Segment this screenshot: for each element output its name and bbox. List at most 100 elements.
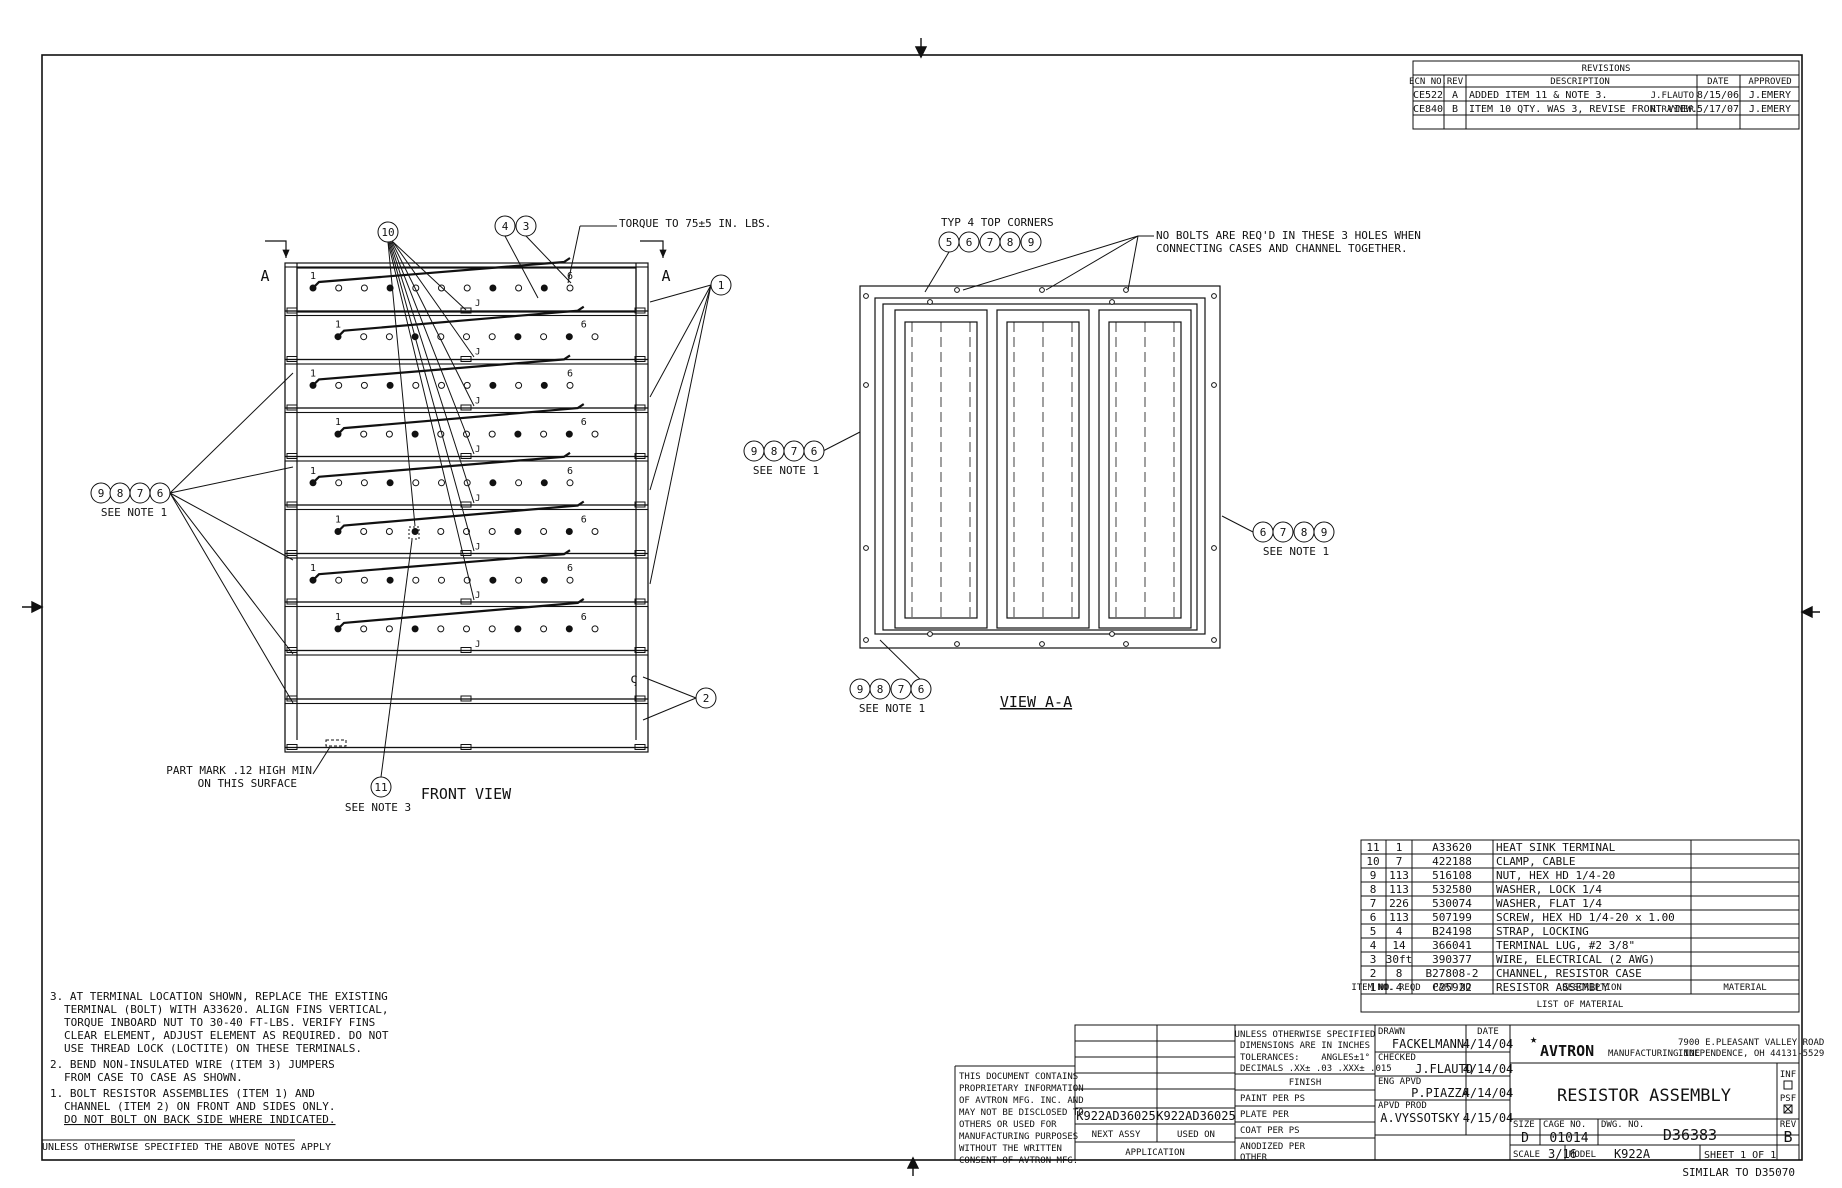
svg-text:DWG. NO.: DWG. NO.: [1601, 1120, 1644, 1130]
bom-description: CHANNEL, RESISTOR CASE: [1496, 967, 1642, 980]
svg-text:J.EMERY: J.EMERY: [1749, 90, 1791, 101]
inf-checkbox: [1783, 1080, 1793, 1090]
terminal-hole: [565, 528, 573, 535]
terminal-hole: [463, 284, 471, 292]
bom-part-no: 530074: [1432, 897, 1472, 910]
terminal-hole: [515, 284, 523, 292]
heat-sink-terminal-symbol: [408, 526, 420, 540]
balloon-item-3: 3: [515, 215, 537, 237]
wire-jumper: [312, 354, 571, 387]
no-bolts-note-1: NO BOLTS ARE REQ'D IN THESE 3 HOLES WHEN: [1156, 229, 1421, 242]
terminal-hole: [591, 430, 599, 438]
mounting-hole: [1039, 641, 1045, 647]
bom-item-no: 8: [1370, 883, 1377, 896]
terminal-hole: [514, 528, 522, 535]
bom-part-no: 532580: [1432, 883, 1472, 896]
channel-bolt: [286, 356, 298, 362]
bom-qty: 8: [1396, 967, 1403, 980]
terminal-hole: [540, 284, 548, 292]
svg-text:OF AVTRON MFG. INC. AND: OF AVTRON MFG. INC. AND: [959, 1096, 1084, 1106]
terminal-hole: [385, 430, 393, 438]
used-on-label: USED ON: [1177, 1130, 1215, 1140]
channel-bolt: [634, 744, 646, 750]
bom-item-no: 9: [1370, 869, 1377, 882]
terminal-end-label: 6: [567, 466, 573, 477]
terminal-start-label: 1: [335, 417, 341, 428]
channel-bolt: [460, 550, 472, 556]
terminal-hole: [437, 528, 445, 535]
channel-bolt: [286, 501, 298, 508]
svg-text:9: 9: [857, 683, 864, 696]
svg-text:PAINT PER PS: PAINT PER PS: [1240, 1094, 1305, 1104]
svg-text:CONSENT OF AVTRON MFG.: CONSENT OF AVTRON MFG.: [959, 1156, 1078, 1166]
bom-item-no: 7: [1370, 897, 1377, 910]
svg-text:CE522: CE522: [1413, 90, 1443, 101]
bom-qty: 113: [1389, 911, 1409, 924]
svg-text:3. AT TERMINAL LOCATION SHOWN,: 3. AT TERMINAL LOCATION SHOWN, REPLACE T…: [50, 990, 388, 1003]
svg-text:6: 6: [918, 683, 925, 696]
svg-text:DECIMALS .XX± .03 .XXX± .015: DECIMALS .XX± .03 .XXX± .015: [1240, 1064, 1392, 1074]
jumper-label: J: [475, 445, 480, 455]
terminal-hole: [566, 576, 574, 584]
svg-text:FINISH: FINISH: [1289, 1078, 1322, 1088]
svg-text:MAY NOT BE DISCLOSED TO: MAY NOT BE DISCLOSED TO: [959, 1108, 1084, 1118]
svg-text:4/14/04: 4/14/04: [1463, 1086, 1514, 1100]
terminal-hole: [411, 625, 419, 633]
terminal-hole: [591, 333, 599, 341]
terminal-hole: [540, 528, 548, 535]
balloon-stack-left: 9 8 7 6: [90, 482, 171, 504]
channel-bolt: [460, 647, 472, 653]
svg-text:6: 6: [811, 445, 818, 458]
channel-bolt: [634, 695, 646, 702]
terminal-hole: [360, 284, 368, 292]
terminal-end-label: 6: [581, 612, 587, 623]
svg-text:J.EMERY: J.EMERY: [1749, 104, 1791, 115]
balloon-item-10: 10: [377, 221, 399, 243]
bom-item-no: 1: [1370, 981, 1377, 994]
bom-qty: 4: [1396, 981, 1403, 994]
bom-header-qty: NO. REQD: [1377, 983, 1420, 993]
wire-jumper: [337, 500, 585, 533]
svg-text:DATE: DATE: [1477, 1027, 1499, 1037]
drawing-title: RESISTOR ASSEMBLY: [1557, 1086, 1731, 1106]
bom-part-no: A33620: [1432, 841, 1472, 854]
terminal-hole: [565, 625, 573, 633]
terminal-hole: [591, 625, 599, 633]
svg-text:9: 9: [1321, 526, 1328, 539]
mounting-hole: [1211, 545, 1217, 551]
company-block: ★ AVTRON MANUFACTURING INC 7900 E.PLEASA…: [1513, 1032, 1824, 1161]
terminal-hole: [540, 430, 548, 438]
terminal-hole: [489, 479, 497, 487]
channel-bolt: [286, 598, 298, 605]
bom-description: WIRE, ELECTRICAL (2 AWG): [1496, 953, 1655, 966]
wire-jumper: [312, 549, 571, 581]
balloon-stack-aa-left: 9 8 7 6: [743, 440, 825, 462]
terminal-hole: [438, 284, 445, 292]
svg-text:FACKELMANN: FACKELMANN: [1392, 1037, 1464, 1051]
terminal-hole: [488, 333, 496, 341]
terminal-hole: [335, 479, 343, 487]
terminal-end-label: 6: [581, 320, 587, 331]
svg-text:2: 2: [703, 692, 710, 705]
svg-text:UNLESS OTHERWISE SPECIFIED THE: UNLESS OTHERWISE SPECIFIED THE ABOVE NOT…: [42, 1142, 331, 1153]
terminal-hole: [360, 381, 368, 389]
rev-header-rev: REV: [1447, 77, 1464, 87]
mounting-hole: [1123, 287, 1129, 293]
mounting-hole: [1109, 631, 1115, 637]
svg-text:2. BEND NON-INSULATED WIRE (IT: 2. BEND NON-INSULATED WIRE (ITEM 3) JUMP…: [50, 1058, 335, 1071]
svg-text:SCALE: SCALE: [1513, 1150, 1540, 1160]
terminal-hole: [489, 381, 497, 389]
application-block: K922AD36025 K922AD36025 NEXT ASSY USED O…: [1076, 1109, 1235, 1158]
svg-text:8: 8: [877, 683, 884, 696]
view-aa-centerlines: [911, 322, 1175, 618]
terminal-hole: [438, 381, 445, 389]
svg-text:6: 6: [966, 236, 973, 249]
bom-part-no: B27808-2: [1426, 967, 1479, 980]
bom-description: WASHER, FLAT 1/4: [1496, 897, 1602, 910]
terminal-hole: [515, 381, 523, 389]
bom-item-no: 10: [1366, 855, 1379, 868]
terminal-hole: [488, 430, 496, 438]
wire-jumper: [312, 257, 571, 289]
svg-text:8: 8: [1007, 236, 1014, 249]
